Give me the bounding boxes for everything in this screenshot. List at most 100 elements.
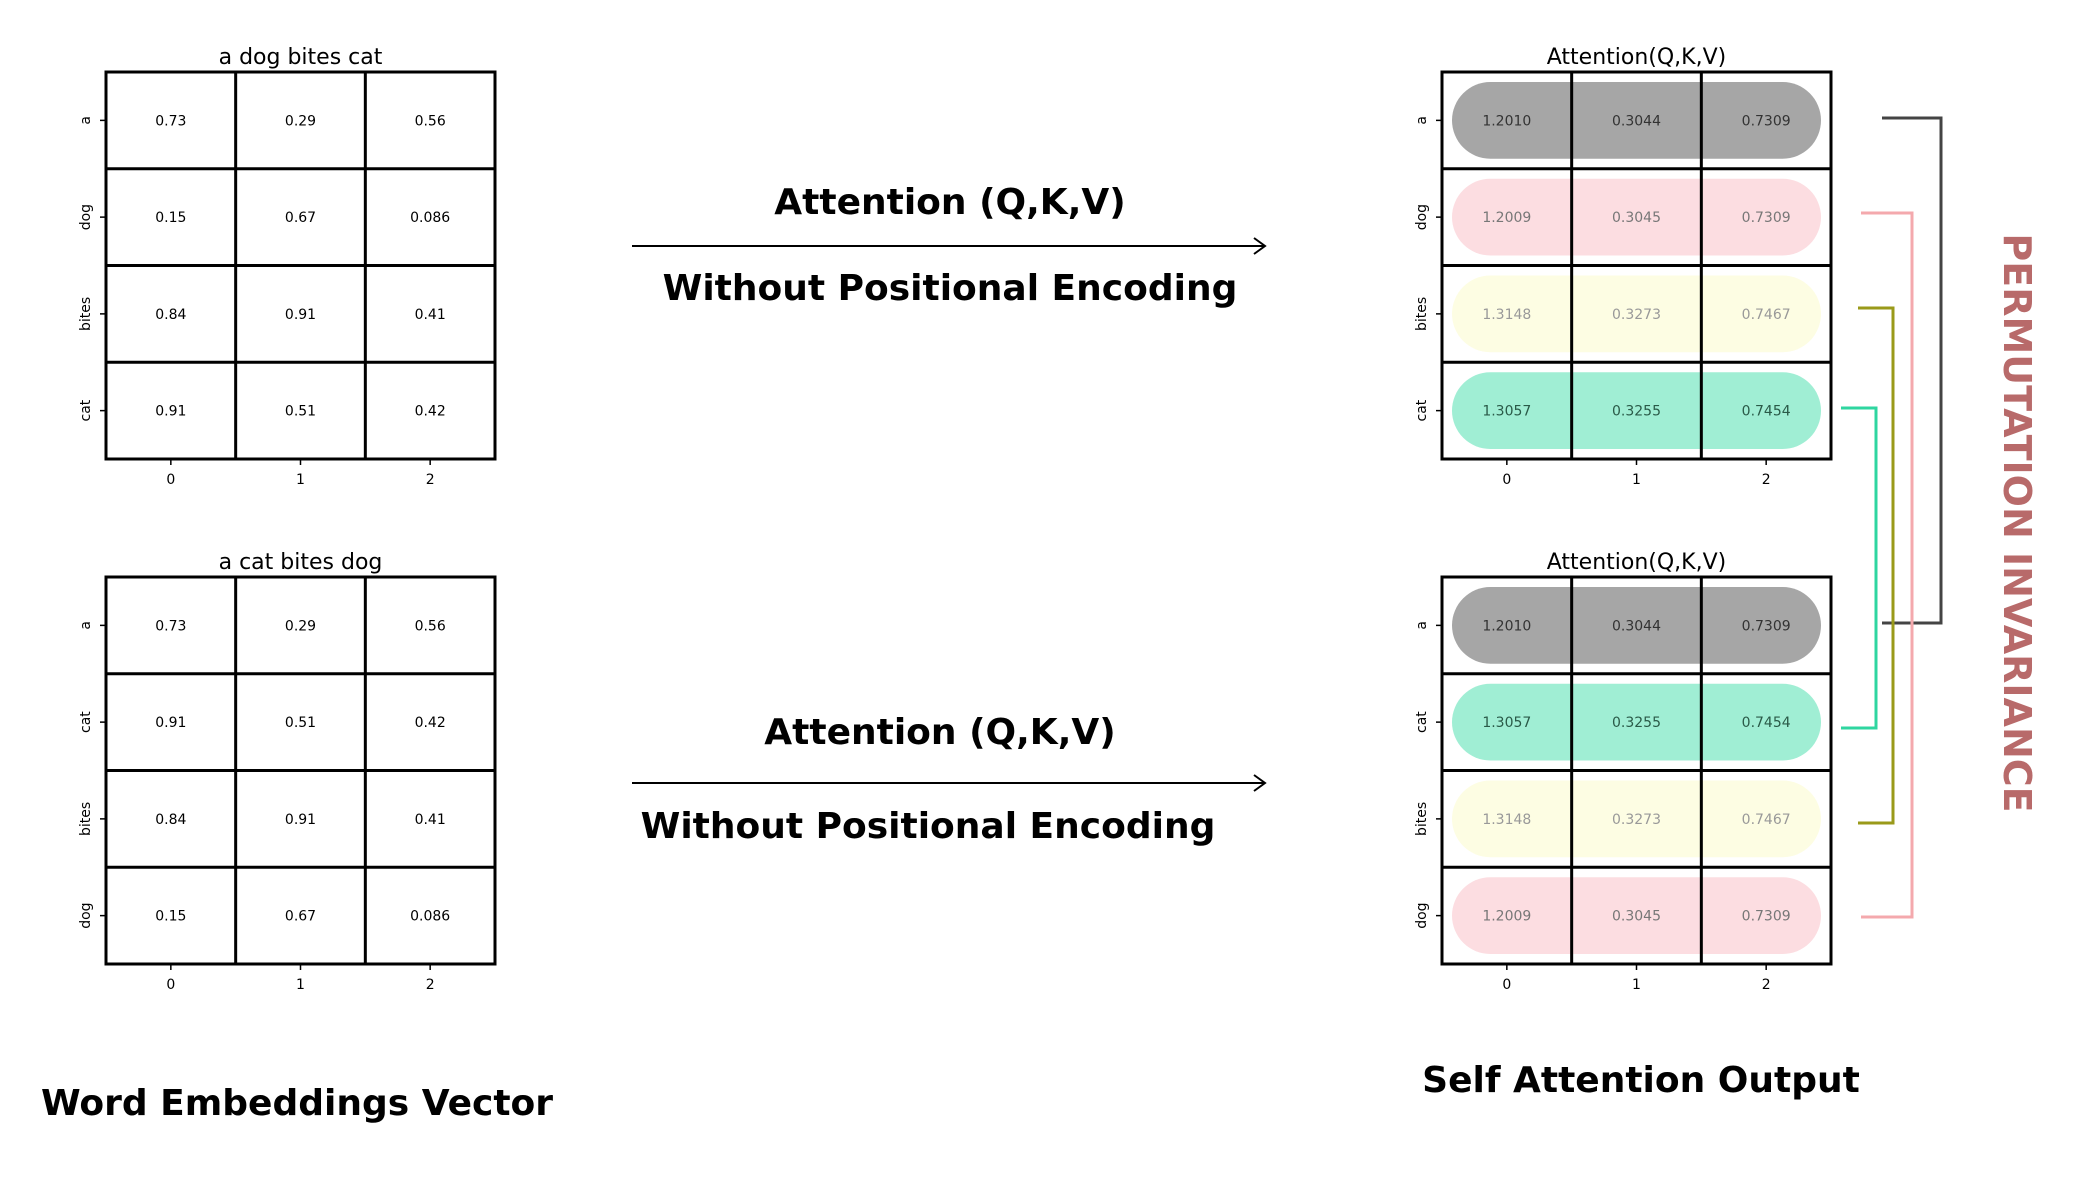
bracket-cat [1841, 406, 1878, 730]
row-label: bites [78, 802, 94, 836]
arrow-bottom-head [1253, 774, 1267, 792]
caption-self-attention-output: Self Attention Output [1422, 1060, 1860, 1101]
row-label: bites [78, 297, 94, 331]
cell-value: 0.67 [285, 210, 316, 226]
row-highlight-dog [1452, 877, 1821, 954]
arrow-top-head [1253, 237, 1267, 255]
col-label: 2 [1762, 977, 1771, 993]
row-label: dog [1414, 902, 1430, 928]
cell-value: 0.15 [155, 909, 186, 925]
cell-value: 0.67 [285, 909, 316, 925]
cell-value: 0.3255 [1612, 715, 1661, 731]
row-label: bites [1414, 802, 1430, 836]
cell-value: 0.3255 [1612, 404, 1661, 420]
row-label: dog [78, 204, 94, 230]
cell-value: 1.3148 [1482, 812, 1531, 828]
cell-value: 0.51 [285, 404, 316, 420]
col-label: 0 [166, 472, 175, 488]
permutation-invariance-label: PERMUTATION INVARIANCE [1995, 233, 2039, 812]
cell-value: 0.91 [285, 812, 316, 828]
cell-value: 0.7454 [1742, 715, 1791, 731]
arrow-top: Attention (Q,K,V) Without Positional Enc… [632, 182, 1267, 309]
cell-value: 1.3148 [1482, 307, 1531, 323]
matrix-title: Attention(Q,K,V) [1547, 550, 1726, 575]
cell-value: 0.42 [415, 715, 446, 731]
bracket-dog [1861, 211, 1914, 919]
row-label: cat [1414, 711, 1430, 733]
cell-value: 0.84 [155, 307, 186, 323]
row-label: a [1414, 621, 1430, 630]
cell-value: 0.84 [155, 812, 186, 828]
arrow-top-label: Attention (Q,K,V) [774, 182, 1125, 223]
col-label: 1 [1632, 472, 1641, 488]
cell-value: 0.7309 [1742, 113, 1791, 129]
col-label: 0 [1502, 977, 1511, 993]
cell-value: 0.42 [415, 404, 446, 420]
arrow-bottom: Attention (Q,K,V) Without Positional Enc… [632, 712, 1267, 847]
permutation-brackets [1841, 116, 1943, 919]
col-label: 2 [426, 472, 435, 488]
cell-value: 0.7467 [1742, 812, 1791, 828]
cell-value: 0.56 [415, 113, 446, 129]
cell-value: 0.7309 [1742, 909, 1791, 925]
cell-value: 0.7467 [1742, 307, 1791, 323]
cell-value: 0.3045 [1612, 909, 1661, 925]
cell-value: 0.41 [415, 812, 446, 828]
row-label: cat [78, 711, 94, 733]
row-label: cat [78, 399, 94, 421]
cell-value: 1.3057 [1482, 715, 1531, 731]
row-highlight-a [1452, 82, 1821, 159]
matrix-title: Attention(Q,K,V) [1547, 45, 1726, 70]
col-label: 0 [1502, 472, 1511, 488]
cell-value: 0.91 [285, 307, 316, 323]
cell-value: 0.3273 [1612, 812, 1661, 828]
col-label: 1 [296, 977, 305, 993]
bracket-bites [1858, 306, 1895, 825]
col-label: 1 [1632, 977, 1641, 993]
col-label: 0 [166, 977, 175, 993]
cell-value: 1.2010 [1482, 618, 1531, 634]
cell-value: 0.73 [155, 113, 186, 129]
cell-value: 0.91 [155, 404, 186, 420]
cell-value: 1.2009 [1482, 210, 1531, 226]
cell-value: 0.91 [155, 715, 186, 731]
row-label: dog [78, 902, 94, 928]
matrix-title: a cat bites dog [219, 550, 383, 575]
cell-value: 0.29 [285, 113, 316, 129]
cell-value: 0.086 [410, 210, 450, 226]
cell-value: 1.2009 [1482, 909, 1531, 925]
cell-value: 0.15 [155, 210, 186, 226]
row-label: a [1414, 116, 1430, 125]
col-label: 2 [1762, 472, 1771, 488]
row-highlight-cat [1452, 372, 1821, 449]
row-label: dog [1414, 204, 1430, 230]
cell-value: 0.7309 [1742, 210, 1791, 226]
row-label: cat [1414, 399, 1430, 421]
cell-value: 0.3044 [1612, 618, 1661, 634]
matrix-title: a dog bites cat [219, 45, 383, 70]
cell-value: 0.3044 [1612, 113, 1661, 129]
embedding-matrix-dog-bites-cat: a dog bites cat 0.73 0.29 0.56 0.15 0.67 0.086… [78, 45, 497, 488]
embedding-matrix-cat-bites-dog: a cat bites dog 0.73 0.29 0.56 0.91 0.51 0.42 0… [78, 550, 497, 993]
row-highlight-a [1452, 587, 1821, 664]
row-highlight-cat [1452, 683, 1821, 761]
attention-output-matrix-2: Attention(Q,K,V) 1.2010 0.3044 0.7309 1.3057… [1414, 550, 1833, 993]
row-highlight-bites [1452, 780, 1821, 858]
cell-value: 0.3045 [1612, 210, 1661, 226]
row-highlight-bites [1452, 275, 1821, 353]
arrow-bottom-sublabel: Without Positional Encoding [641, 806, 1216, 847]
cell-value: 0.7454 [1742, 404, 1791, 420]
cell-value: 0.29 [285, 618, 316, 634]
row-highlight-dog [1452, 178, 1821, 256]
col-label: 2 [426, 977, 435, 993]
cell-value: 0.41 [415, 307, 446, 323]
cell-value: 0.73 [155, 618, 186, 634]
cell-value: 1.2010 [1482, 113, 1531, 129]
cell-value: 0.51 [285, 715, 316, 731]
col-label: 1 [296, 472, 305, 488]
row-label: a [78, 621, 94, 630]
caption-word-embeddings: Word Embeddings Vector [41, 1083, 553, 1124]
cell-value: 1.3057 [1482, 404, 1531, 420]
cell-value: 0.56 [415, 618, 446, 634]
